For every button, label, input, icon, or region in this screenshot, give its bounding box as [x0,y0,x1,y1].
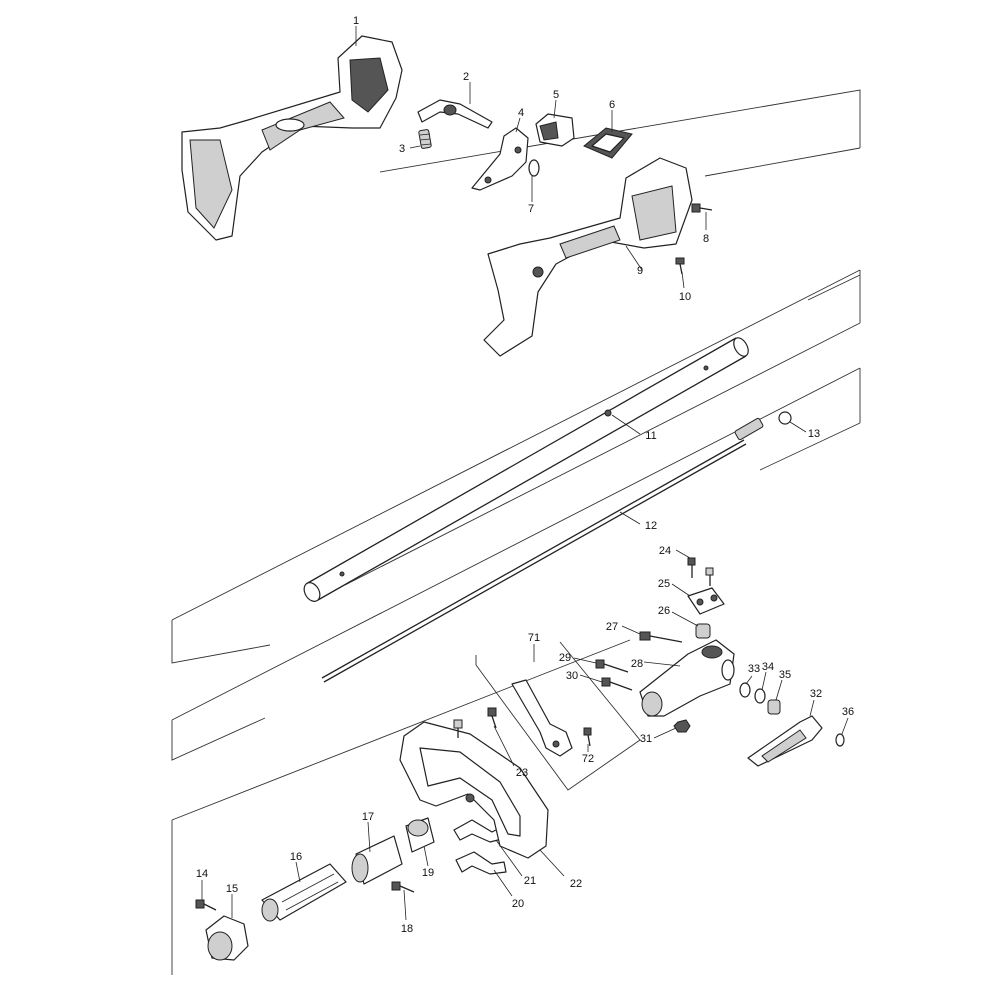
panel-mid-lower-edge [344,322,861,586]
part-label-27: 27 [606,621,618,633]
part-label-6: 6 [609,99,615,111]
panel-top-upper-edge [379,89,861,173]
part-label-5: 5 [553,89,559,101]
part-label-16: 16 [290,851,302,863]
part-label-36: 36 [842,706,854,718]
part-label-35: 35 [779,669,791,681]
pedal-part [747,715,823,767]
part-label-15: 15 [226,883,238,895]
part-label-71: 71 [528,632,540,644]
circlip-13-part [778,411,792,425]
nut-part [695,623,711,639]
panel-mid-upper-edge [171,269,861,621]
spacer-part [767,699,781,715]
part-label-72: 72 [582,753,594,765]
part-label-28: 28 [631,658,643,670]
bolt-29-part [595,659,629,673]
screw-72-part [583,727,592,747]
clamp-15-part [205,915,249,961]
part-label-1: 1 [353,15,359,27]
switch-part [535,113,575,147]
spring-part [418,129,432,149]
part-label-19: 19 [422,867,434,879]
leader-lines [201,26,849,921]
switch-cover-part [583,127,633,159]
part-labels: 1 2 3 4 5 6 7 8 9 10 11 12 13 14 15 16 1… [196,15,854,935]
part-label-34: 34 [762,661,774,673]
screw-10-part [675,257,685,275]
circlip-36-part [835,733,845,747]
part-label-14: 14 [196,868,208,880]
handle-lever-part [511,679,573,757]
collar-part [405,817,435,853]
grip-part [261,863,347,922]
plate-part [687,587,725,615]
panel-mid-left [171,620,271,664]
part-label-12: 12 [645,520,657,532]
part-label-10: 10 [679,291,691,303]
part-label-4: 4 [518,107,524,119]
part-label-29: 29 [559,652,571,664]
background-panels [171,89,861,975]
bolt-27-part [639,631,683,643]
panel-bottom-upper-edge [171,639,631,821]
oring-part [754,688,766,704]
panel-top-lower-edge [704,147,861,177]
part-label-31: 31 [640,733,652,745]
part-label-11: 11 [645,430,656,442]
part-label-21: 21 [524,875,536,887]
bolt-18-part [391,881,415,893]
loop-handle-part [399,721,549,859]
part-label-26: 26 [658,605,670,617]
bolt-30-part [601,677,633,691]
joint-housing-part [639,639,735,717]
clamp-20-part [455,851,507,875]
main-pipe-part [303,337,749,602]
part-label-8: 8 [703,233,709,245]
part-label-33: 33 [748,663,760,675]
part-label-18: 18 [401,923,413,935]
screw-14-part [195,899,217,911]
screw-8-part [691,203,713,213]
part-label-25: 25 [658,578,670,590]
part-label-32: 32 [810,688,822,700]
part-label-13: 13 [808,428,820,440]
screws-24-part [687,557,714,586]
nut-31-part [673,719,691,733]
part-label-3: 3 [399,143,405,155]
part-label-24: 24 [659,545,671,557]
panel-low-lower-edge [759,422,861,471]
part-label-20: 20 [512,898,524,910]
washer-33-part [739,682,751,698]
part-label-22: 22 [570,878,582,890]
part-label-9: 9 [637,265,643,277]
part-label-2: 2 [463,71,469,83]
part-label-17: 17 [362,811,374,823]
panel-71-box [475,641,641,791]
ring-part [528,159,540,177]
drive-shaft-part [321,417,764,683]
part-label-30: 30 [566,670,578,682]
housing-upper-part [181,35,403,241]
part-label-7: 7 [528,203,534,215]
trigger-part [471,127,529,191]
panel-low-left [171,717,266,761]
part-label-23: 23 [516,767,528,779]
housing-lower-part [483,157,693,357]
panel-mid-right-stub [807,274,861,301]
lever-part [417,99,493,129]
screws-23-part [453,707,497,738]
handle-tube-part [351,835,403,885]
